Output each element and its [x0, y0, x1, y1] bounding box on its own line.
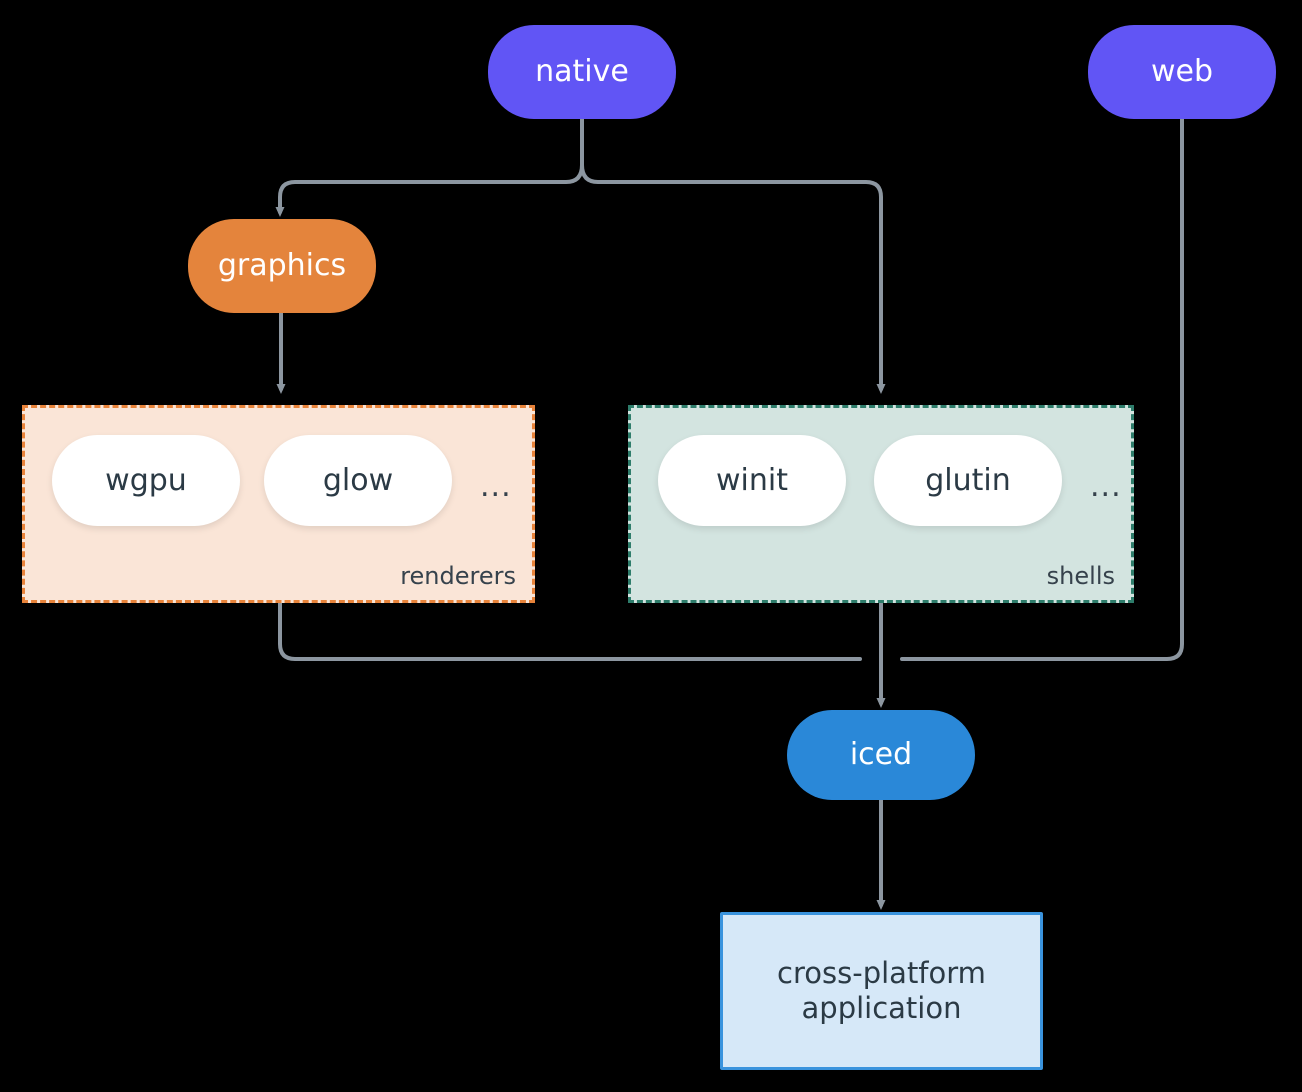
node-iced-label: iced: [849, 736, 913, 772]
renderers-overflow-ellipsis: ...: [480, 469, 512, 504]
chip-wgpu-label: wgpu: [105, 463, 187, 498]
edge-renderers-to-iced: [278, 601, 862, 661]
node-native-label: native: [535, 53, 629, 89]
chip-winit-label: winit: [716, 463, 788, 498]
chip-glutin-label: glutin: [925, 463, 1011, 498]
node-graphics-label: graphics: [217, 247, 347, 283]
node-web[interactable]: web: [1088, 25, 1276, 119]
chip-glow[interactable]: glow: [264, 435, 452, 526]
node-web-label: web: [1150, 53, 1214, 89]
chip-wgpu[interactable]: wgpu: [52, 435, 240, 526]
application-line-1: cross-platform: [777, 955, 986, 990]
group-shells: winit glutin ... shells: [628, 405, 1134, 603]
node-native[interactable]: native: [488, 25, 676, 119]
edge-native-to-shells: [580, 163, 886, 394]
chip-glow-label: glow: [322, 463, 394, 498]
node-graphics[interactable]: graphics: [188, 219, 376, 313]
group-renderers-label: renderers: [400, 562, 516, 590]
chip-winit[interactable]: winit: [658, 435, 846, 526]
group-shells-label: shells: [1046, 562, 1115, 590]
node-iced[interactable]: iced: [787, 710, 975, 800]
chip-glutin[interactable]: glutin: [874, 435, 1062, 526]
edge-native-to-graphics: [275, 163, 584, 217]
shells-overflow-ellipsis: ...: [1090, 469, 1122, 504]
application-line-2: application: [801, 991, 962, 1025]
node-application[interactable]: cross-platform application: [720, 912, 1043, 1070]
group-renderers: wgpu glow ... renderers: [22, 405, 535, 603]
